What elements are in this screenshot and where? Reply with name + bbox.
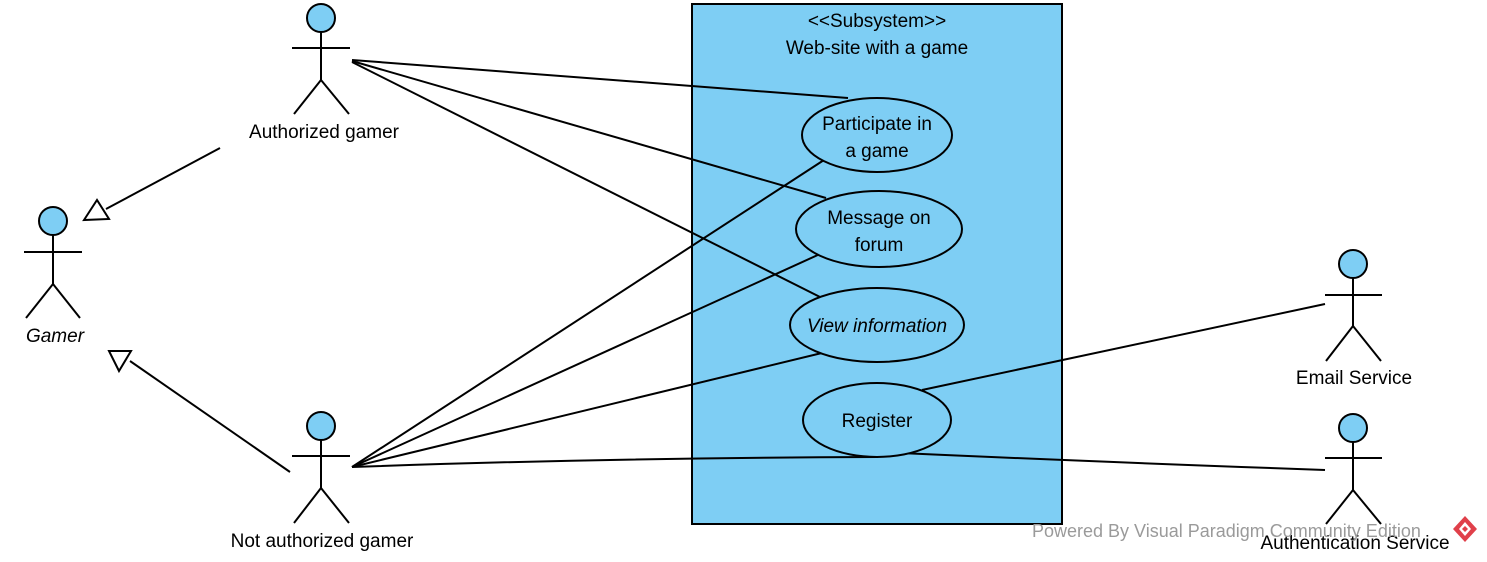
actor-email-service-label: Email Service xyxy=(1296,368,1412,389)
actor-authentication-service-label: Authentication Service xyxy=(1260,533,1449,554)
use-case-message[interactable]: Message on forum xyxy=(795,190,963,268)
use-case-ellipse[interactable] xyxy=(795,190,963,268)
use-case-register[interactable]: Register xyxy=(802,382,952,458)
use-case-label-line2: a game xyxy=(845,141,908,162)
use-case-label: View information xyxy=(807,316,947,337)
generalization-not-authorized-line xyxy=(129,360,291,473)
actor-leg-right xyxy=(320,487,350,524)
actor-authorized-gamer[interactable] xyxy=(292,3,350,115)
assoc-register-auth-service xyxy=(899,452,1326,471)
actor-gamer-label: Gamer xyxy=(26,326,85,347)
actor-leg-right xyxy=(1352,489,1382,525)
assoc-register-email-service xyxy=(921,303,1326,391)
actor-leg-right xyxy=(52,283,81,319)
subsystem-stereotype: <<Subsystem>> xyxy=(808,11,946,32)
generalization-authorized-gamer-arrowhead xyxy=(82,198,111,222)
actor-leg-left xyxy=(1325,325,1354,362)
assoc-authorized-view xyxy=(351,61,827,301)
actor-leg-right xyxy=(320,79,350,115)
generalization-not-authorized-arrowhead xyxy=(107,350,133,374)
actor-leg-right xyxy=(1352,325,1382,362)
use-case-ellipse[interactable] xyxy=(801,97,953,173)
actor-gamer[interactable] xyxy=(24,206,82,319)
actor-not-authorized-gamer-label: Not authorized gamer xyxy=(231,531,414,552)
actor-email-service[interactable] xyxy=(1325,249,1382,362)
actor-head xyxy=(306,3,336,33)
generalizations xyxy=(82,147,291,473)
actor-leg-left xyxy=(1325,489,1354,525)
actor-not-authorized-gamer[interactable] xyxy=(292,411,350,524)
actor-head xyxy=(38,206,68,236)
use-case-ellipse[interactable] xyxy=(802,382,952,458)
assoc-authorized-message xyxy=(351,60,827,199)
assoc-notauth-participate xyxy=(351,159,825,468)
actor-authentication-service[interactable] xyxy=(1325,413,1382,525)
use-case-label-line1: Message on xyxy=(827,208,931,229)
subsystem-name: Web-site with a game xyxy=(786,38,968,59)
visual-paradigm-logo-icon xyxy=(1453,516,1477,542)
use-case-label: Register xyxy=(842,411,913,432)
use-case-participate[interactable]: Participate in a game xyxy=(801,97,953,173)
assoc-notauth-register xyxy=(351,456,879,468)
actor-head xyxy=(306,411,336,441)
associations xyxy=(351,59,1326,471)
assoc-authorized-participate xyxy=(351,59,849,99)
actor-head xyxy=(1338,249,1368,279)
use-case-label-line2: forum xyxy=(855,235,904,256)
actor-leg-left xyxy=(293,79,322,115)
use-case-ellipse[interactable] xyxy=(789,287,965,363)
generalization-authorized-gamer-line xyxy=(105,147,221,210)
actor-head xyxy=(1338,413,1368,443)
actor-leg-left xyxy=(293,487,322,524)
actor-leg-left xyxy=(25,283,54,319)
use-case-label-line1: Participate in xyxy=(822,114,932,135)
assoc-notauth-view xyxy=(351,351,827,468)
use-case-view[interactable]: View information xyxy=(789,287,965,363)
actor-authorized-gamer-label: Authorized gamer xyxy=(249,122,400,143)
assoc-notauth-message xyxy=(351,253,821,468)
watermark-text: Powered By Visual Paradigm Community Edi… xyxy=(1032,521,1421,541)
